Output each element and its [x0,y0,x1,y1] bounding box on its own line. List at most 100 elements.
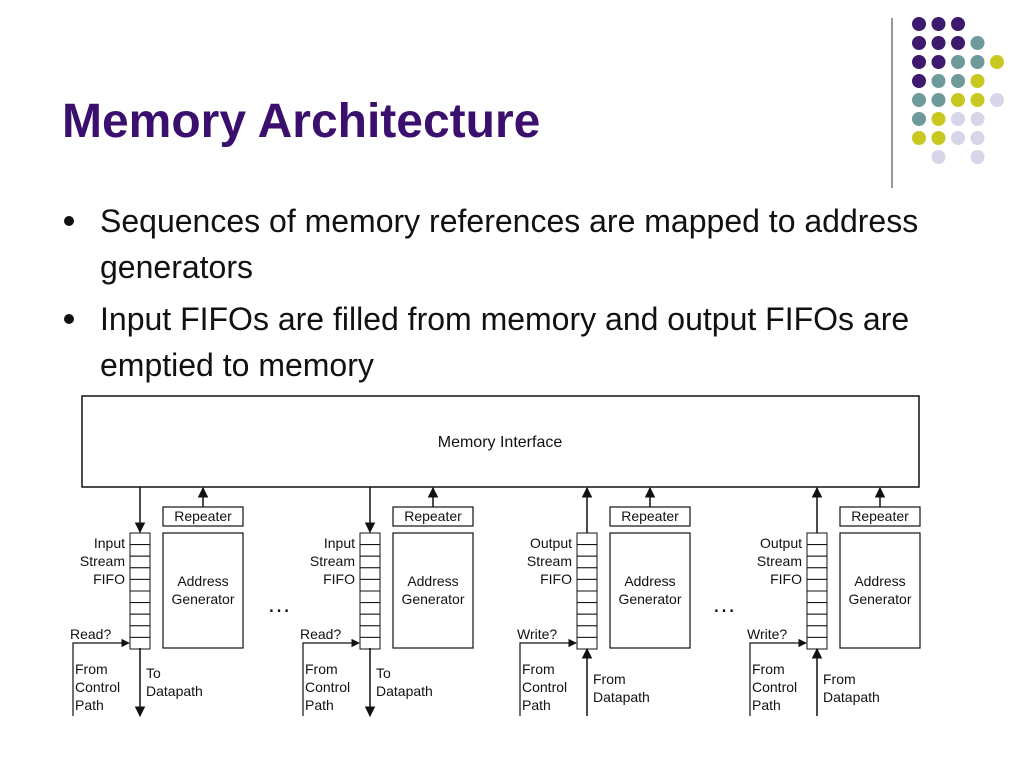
control-label: Read? [300,626,341,642]
datapath-label: From [823,671,856,687]
fifo-cell [576,590,598,604]
fifo-cell [129,567,151,580]
deco-dot-icon [951,55,965,69]
datapath-label: To [376,665,391,681]
fifo-cell [359,555,381,569]
deco-dot-icon [970,131,985,145]
fifo-cell [129,532,151,546]
control-path-label: Path [752,697,781,713]
repeater-label: Repeater [621,508,679,524]
deco-dot-icon [931,93,946,107]
datapath-label: Datapath [376,683,433,699]
slide-title: Memory Architecture [62,95,541,148]
fifo-cell [129,590,151,604]
bullet-list: Sequences of memory references are mappe… [62,198,922,394]
control-label: Write? [517,626,557,642]
fifo-label: Input [94,535,125,551]
bullet-dot-icon [64,216,74,226]
datapath-label: Datapath [593,689,650,705]
fifo-cell [359,532,381,546]
fifo-cell [576,625,598,638]
fifo-cell [129,602,151,615]
address-generator-label: Generator [848,591,911,607]
deco-dot-icon [970,93,985,107]
fifo-cell [806,567,828,580]
control-path-label: From [75,661,108,677]
fifo-label: Stream [527,553,572,569]
control-arrow [749,638,807,716]
deco-dot-icon [931,150,946,164]
stream-unit-2: InputStreamFIFORepeaterAddressGeneratorR… [300,486,474,718]
fifo-cell [359,567,381,580]
fifo-label: FIFO [540,571,572,587]
control-path-label: Control [305,679,350,695]
fifo-cell [576,602,598,615]
fifo-cell [806,544,828,557]
address-generator-label: Address [407,573,458,589]
deco-dot-icon [951,93,965,107]
address-generator-box [162,532,244,649]
address-generator-label: Address [177,573,228,589]
deco-dot-icon [912,17,926,31]
address-generator-label: Generator [618,591,681,607]
control-path-label: From [305,661,338,677]
deco-dot-icon [931,17,946,31]
deco-dot-icon [912,36,926,50]
fifo-cell [806,590,828,604]
datapath-label: From [593,671,626,687]
fifo-cell [806,532,828,546]
bullet-item: Sequences of memory references are mappe… [62,198,922,290]
address-generator-box [609,532,691,649]
deco-dot-icon [912,93,926,107]
fifo-cell [359,602,381,615]
deco-dot-icon [912,74,926,88]
deco-dot-icon [970,55,985,69]
control-path-label: Control [75,679,120,695]
fifo-label: Output [760,535,802,551]
address-generator-label: Address [854,573,905,589]
fifo-cell [129,544,151,557]
fifo-cell [359,578,381,592]
fifo-cell [359,625,381,638]
datapath-label: To [146,665,161,681]
fifo-cell [576,544,598,557]
deco-dot-icon [931,55,946,69]
fifo-cell [806,636,828,650]
deco-dot-icon [912,112,926,126]
control-path-label: Path [522,697,551,713]
fifo-cell [806,578,828,592]
fifo-cell [129,625,151,638]
fifo-cell [129,578,151,592]
deco-dot-icon [931,131,946,145]
control-path-label: Path [75,697,104,713]
control-label: Write? [747,626,787,642]
fifo-label: Output [530,535,572,551]
control-arrow [519,638,577,716]
deco-dot-icon [970,112,985,126]
datapath-label: Datapath [146,683,203,699]
fifo-label: Stream [757,553,802,569]
control-arrow [302,638,360,716]
repeater-label: Repeater [404,508,462,524]
control-path-label: From [522,661,555,677]
deco-dot-icon [951,131,965,145]
ellipsis-left: … [267,591,291,618]
fifo-cell [806,625,828,638]
decorative-dot-pattern [891,17,1004,188]
control-label: Read? [70,626,111,642]
fifo-cell [806,613,828,627]
repeater-label: Repeater [851,508,909,524]
fifo-cell [359,544,381,557]
fifo-cell [576,532,598,546]
fifo-cell [576,555,598,569]
deco-dot-icon [990,55,1004,69]
deco-dot-icon [951,17,965,31]
fifo-label: Stream [80,553,125,569]
bullet-item: Input FIFOs are filled from memory and o… [62,296,922,388]
fifo-cell [576,636,598,650]
fifo-cell [359,590,381,604]
deco-dot-icon [990,93,1004,107]
fifo-label: FIFO [770,571,802,587]
fifo-cell [576,567,598,580]
fifo-label: Input [324,535,355,551]
